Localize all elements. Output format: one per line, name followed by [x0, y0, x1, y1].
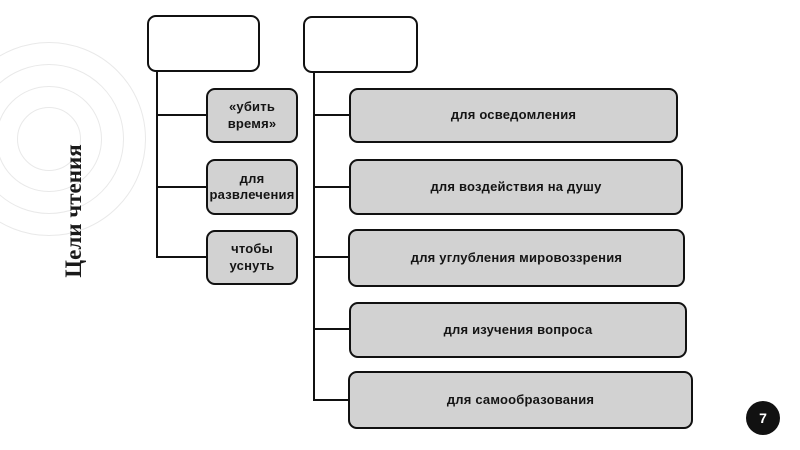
- left-tree-branch-line: [156, 256, 206, 258]
- right-tree-vertical-line: [313, 73, 315, 401]
- right-tree-branch-line: [313, 256, 349, 258]
- left-item-label: «убить время»: [227, 99, 277, 131]
- root-box-left: [147, 15, 260, 72]
- right-item-box-worldview: для углубления мировоззрения: [348, 229, 685, 287]
- right-item-label: для осведомления: [450, 107, 577, 123]
- decor-circle: [0, 86, 102, 192]
- left-tree-branch-line: [156, 114, 206, 116]
- right-item-box-awareness: для осведомления: [349, 88, 678, 143]
- right-tree-branch-line: [313, 399, 349, 401]
- right-item-label: для углубления мировоззрения: [410, 249, 623, 265]
- right-item-label: для самообразования: [446, 391, 595, 407]
- left-tree-branch-line: [156, 186, 206, 188]
- left-item-label: для развлечения: [209, 170, 295, 202]
- right-item-box-self-education: для самообразования: [348, 371, 693, 429]
- right-item-box-soul-impact: для воздействия на душу: [349, 159, 683, 215]
- right-item-box-study-question: для изучения вопроса: [349, 302, 687, 358]
- left-tree-vertical-line: [156, 72, 158, 258]
- decor-circle: [17, 107, 81, 171]
- left-item-box-fall-asleep: чтобы уснуть: [206, 230, 298, 285]
- right-item-label: для воздействия на душу: [430, 178, 602, 194]
- page-number-badge: 7: [746, 401, 780, 435]
- left-item-label: чтобы уснуть: [229, 241, 275, 273]
- right-tree-branch-line: [313, 114, 349, 116]
- right-item-label: для изучения вопроса: [443, 321, 593, 337]
- slide-title: Цели чтения: [61, 144, 86, 278]
- left-item-box-entertainment: для развлечения: [206, 159, 298, 215]
- left-item-box-kill-time: «убить время»: [206, 88, 298, 143]
- root-box-right: [303, 16, 418, 73]
- right-tree-branch-line: [313, 186, 349, 188]
- page-number: 7: [759, 410, 767, 426]
- right-tree-branch-line: [313, 328, 349, 330]
